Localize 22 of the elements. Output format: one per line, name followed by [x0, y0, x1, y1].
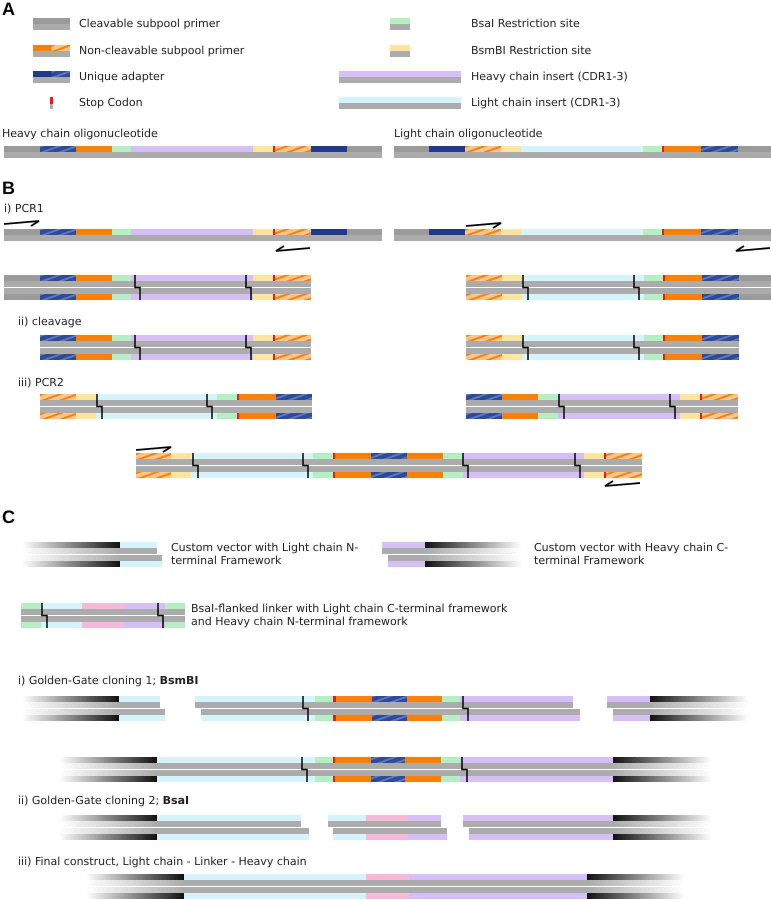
fragment-label: Custom vector with Light chain N-terminal Framework	[171, 541, 360, 567]
panel-letter: A	[2, 0, 15, 19]
legend-label: BsmBI Restriction site	[471, 44, 592, 57]
step-label: ii) cleavage	[18, 315, 82, 328]
oligo-label: Heavy chain oligonucleotide	[2, 127, 158, 140]
step-label: iii) PCR2	[18, 376, 64, 389]
legend-label: Stop Codon	[79, 96, 143, 109]
step-label: ii) Golden-Gate cloning 2; BsaI	[18, 794, 190, 807]
panel-letter: C	[2, 507, 15, 527]
fragment-label: BsaI-flanked linker with Light chain C-terminal framework and Heavy chain N-terminal framework	[191, 602, 508, 628]
legend-label: Light chain insert (CDR1-3)	[471, 96, 620, 109]
legend-label: Unique adapter	[79, 70, 164, 83]
legend-label: BsaI Restriction site	[471, 17, 580, 30]
legend-label: Non-cleavable subpool primer	[79, 44, 244, 57]
step-label: i) PCR1	[4, 202, 44, 215]
step-label: i) Golden-Gate cloning 1; BsmBI	[18, 674, 198, 687]
fragment-label: Custom vector with Heavy chain C-terminal Framework	[534, 541, 730, 567]
legend-label: Heavy chain insert (CDR1-3)	[471, 70, 628, 83]
panel-letter: B	[2, 178, 15, 198]
legend-label: Cleavable subpool primer	[79, 17, 220, 30]
oligo-label: Light chain oligonucleotide	[394, 127, 542, 140]
step-label: iii) Final construct, Light chain - Linker - Heavy chain	[18, 855, 307, 868]
